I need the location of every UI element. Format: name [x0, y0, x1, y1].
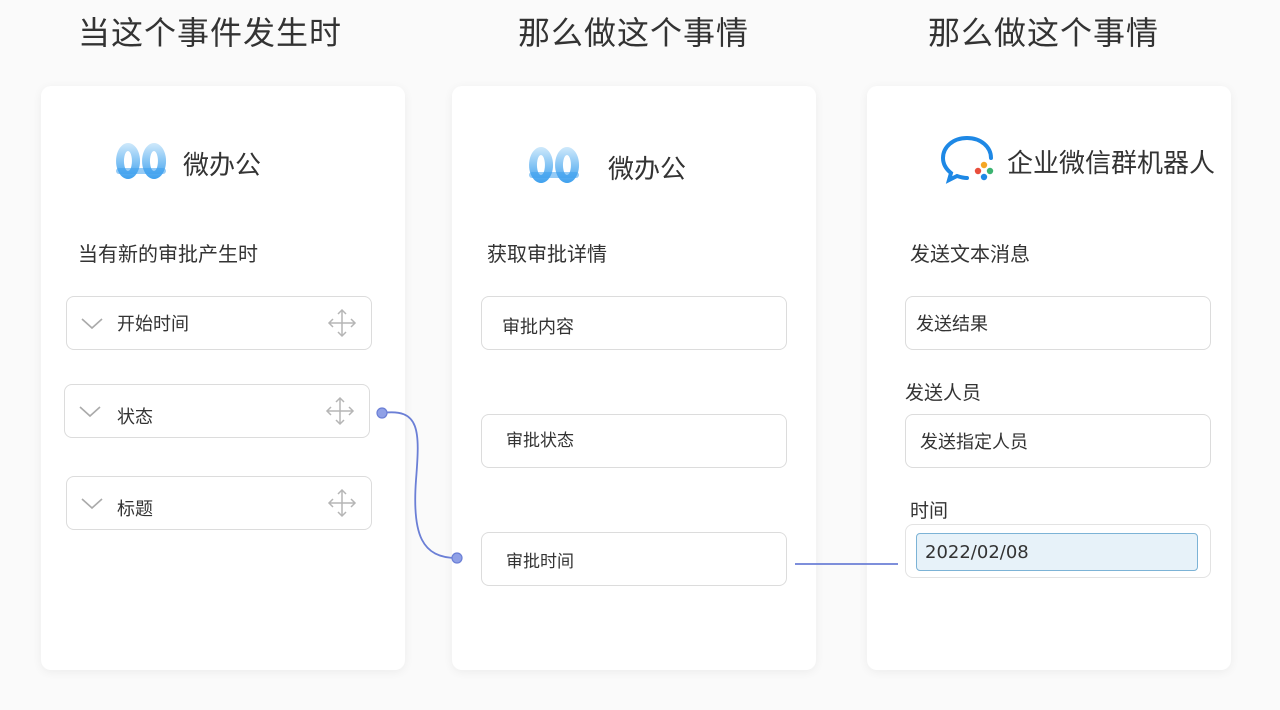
trigger-field-label: 状态	[117, 407, 153, 428]
action2-time-label: 时间	[910, 500, 949, 522]
move-handle-icon[interactable]	[327, 488, 357, 522]
action2-action-label: 发送文本消息	[910, 242, 1030, 266]
action2-people-value: 发送指定人员	[920, 432, 1028, 453]
action1-field-label: 审批状态	[506, 430, 574, 451]
trigger-column-title: 当这个事件发生时	[78, 14, 343, 52]
action2-result-label: 发送结果	[916, 314, 988, 335]
trigger-app-name: 微办公	[183, 150, 262, 181]
trigger-field-title[interactable]: 标题	[66, 476, 372, 530]
action1-app-name: 微办公	[608, 154, 687, 185]
action1-action-label: 获取审批详情	[487, 242, 607, 266]
trigger-field-status[interactable]: 状态	[64, 384, 370, 438]
action1-field-status[interactable]: 审批状态	[481, 414, 787, 468]
action2-result-field[interactable]: 发送结果	[905, 296, 1211, 350]
action1-field-label: 审批时间	[506, 551, 574, 572]
chevron-down-icon[interactable]	[79, 403, 101, 422]
action1-panel: 微办公 获取审批详情 审批内容 审批状态 审批时间	[452, 86, 816, 670]
weibangong-logo-icon	[526, 142, 582, 192]
action2-people-label: 发送人员	[905, 382, 982, 404]
wecom-bot-logo-icon	[940, 134, 997, 188]
date-input[interactable]: 2022/02/08	[916, 533, 1198, 571]
action2-panel: 企业微信群机器人 发送文本消息 发送结果 发送人员 发送指定人员 时间 2022…	[867, 86, 1231, 670]
chevron-down-icon[interactable]	[81, 315, 103, 334]
action1-column-title: 那么做这个事情	[518, 14, 750, 52]
action1-field-time[interactable]: 审批时间	[481, 532, 787, 586]
trigger-app-header: 微办公	[113, 138, 261, 188]
trigger-field-label: 开始时间	[117, 314, 189, 335]
move-handle-icon[interactable]	[327, 308, 357, 342]
action2-people-field[interactable]: 发送指定人员	[905, 414, 1211, 468]
trigger-field-start-time[interactable]: 开始时间	[66, 296, 372, 350]
trigger-panel: 微办公 当有新的审批产生时 开始时间 状态 标题	[41, 86, 405, 670]
chevron-down-icon[interactable]	[81, 495, 103, 514]
action2-time-field[interactable]: 2022/02/08	[905, 524, 1211, 578]
trigger-field-label: 标题	[117, 499, 153, 520]
action2-app-header: 企业微信群机器人	[940, 134, 1216, 188]
action2-column-title: 那么做这个事情	[928, 14, 1160, 52]
action2-app-name: 企业微信群机器人	[1007, 148, 1216, 179]
weibangong-logo-icon	[113, 138, 169, 188]
action1-field-content[interactable]: 审批内容	[481, 296, 787, 350]
trigger-event-label: 当有新的审批产生时	[78, 242, 258, 266]
action1-field-label: 审批内容	[502, 317, 574, 338]
move-handle-icon[interactable]	[325, 396, 355, 430]
action1-app-header: 微办公	[526, 142, 686, 192]
